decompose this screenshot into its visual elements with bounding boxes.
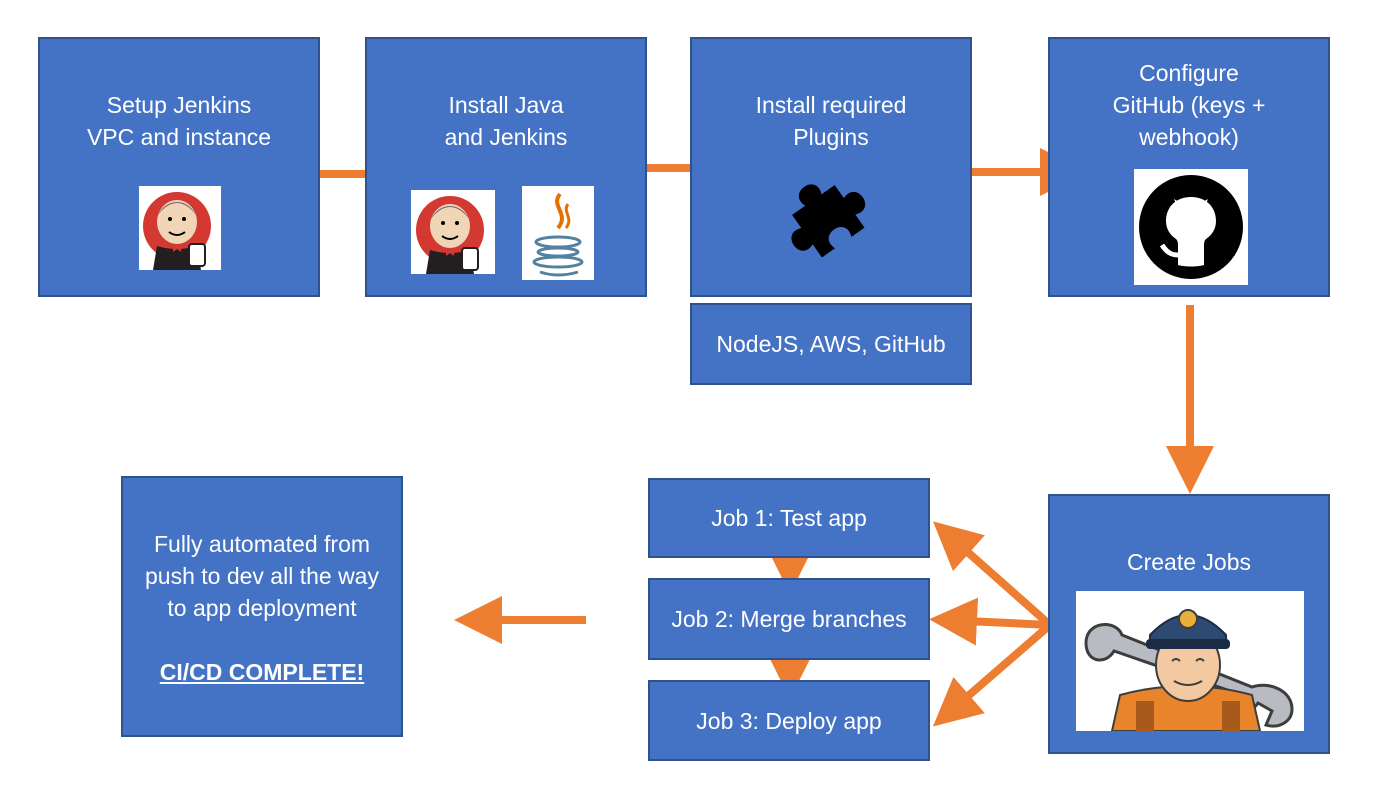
job-3-box: Job 3: Deploy app: [648, 680, 930, 761]
final-text-line3: to app deployment: [167, 595, 357, 621]
final-text-line2: push to dev all the way: [145, 563, 379, 589]
java-icon: [522, 186, 594, 280]
step-github-title-line3: webhook): [1139, 124, 1239, 150]
plugins-list-text: NodeJS, AWS, GitHub: [716, 331, 946, 357]
job-2-label: Job 2: Merge branches: [671, 606, 907, 632]
step-github-box: Configure GitHub (keys + webhook): [1048, 37, 1330, 297]
step-install-title-line1: Install Java: [448, 92, 564, 118]
step-setup-title-line1: Setup Jenkins: [106, 92, 252, 118]
jenkins-mechanic-icon: [1076, 591, 1304, 731]
puzzle-piece-icon: [791, 184, 866, 258]
job-1-label: Job 1: Test app: [711, 505, 867, 531]
step-plugins-box: Install required Plugins: [690, 37, 972, 297]
github-icon: [1134, 169, 1248, 285]
jenkins-butler-icon: [139, 186, 221, 270]
final-box: Fully automated from push to dev all the…: [121, 476, 403, 737]
step-plugins-title-line2: Plugins: [793, 124, 869, 150]
step-jobs-title: Create Jobs: [1126, 549, 1251, 575]
step-setup-box: Setup Jenkins VPC and instance: [38, 37, 320, 297]
final-text-line1: Fully automated from: [153, 531, 371, 557]
step-plugins-title-line1: Install required: [755, 92, 907, 118]
jenkins-butler-icon: [411, 190, 495, 274]
arrow-jobs-to-job3: [932, 621, 1053, 727]
arrow-jobs-to-job2: [929, 597, 1051, 646]
step-github-title-line2: GitHub (keys +: [1112, 92, 1266, 118]
arrow-jobs-to-job1: [933, 521, 1053, 628]
job-1-box: Job 1: Test app: [648, 478, 930, 558]
plugins-list-box: NodeJS, AWS, GitHub: [690, 303, 972, 385]
step-setup-title-line2: VPC and instance: [86, 124, 272, 150]
job-3-label: Job 3: Deploy app: [696, 707, 882, 734]
step-install-box: Install Java and Jenkins: [365, 37, 647, 297]
step-jobs-box: Create Jobs: [1048, 494, 1330, 754]
job-2-box: Job 2: Merge branches: [648, 578, 930, 660]
step-install-title-line2: and Jenkins: [444, 124, 568, 150]
cicd-complete-text: CI/CD COMPLETE!: [159, 659, 365, 685]
step-github-title-line1: Configure: [1139, 60, 1239, 86]
